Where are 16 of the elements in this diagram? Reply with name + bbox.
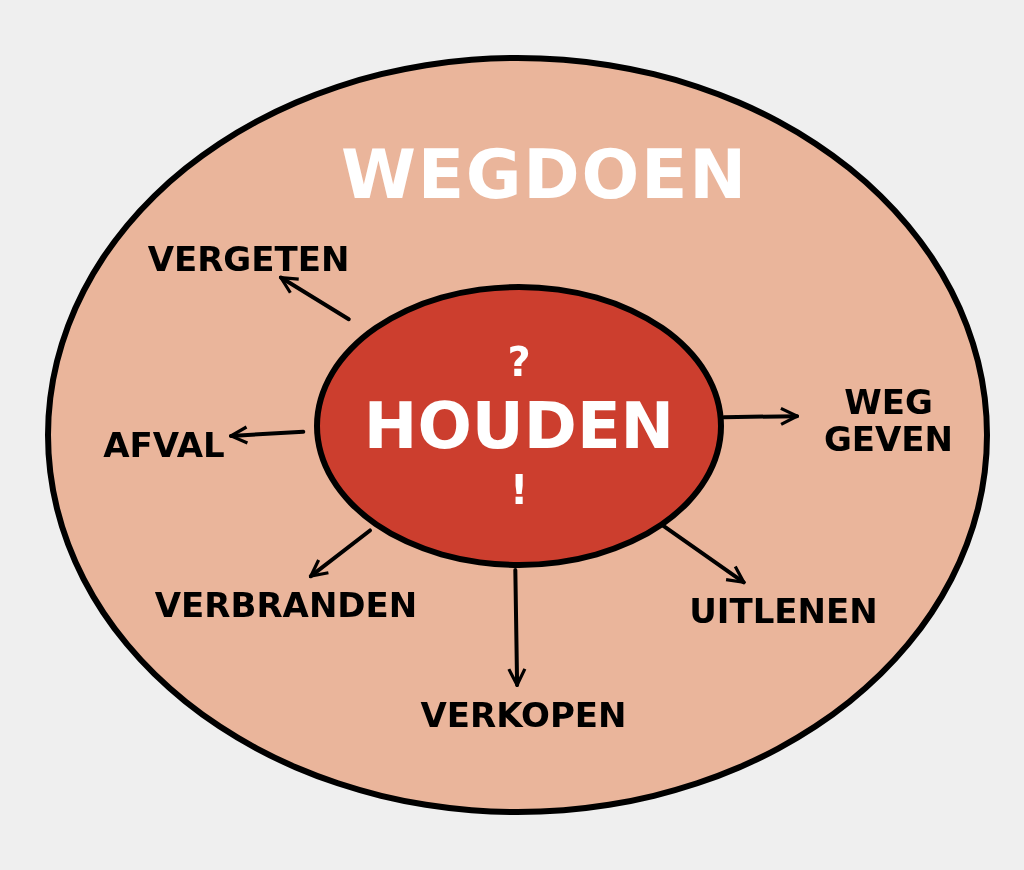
arrow — [722, 406, 799, 426]
arrow — [278, 275, 351, 322]
punctuation-mark: ? — [507, 342, 531, 382]
option-label: AFVAL — [94, 424, 234, 468]
arrow — [507, 568, 527, 687]
option-label: WEG GEVEN — [806, 371, 971, 471]
ellipse-title: WEGDOEN — [341, 141, 748, 209]
arrow — [661, 523, 746, 585]
option-label: VERBRANDEN — [136, 584, 436, 628]
option-label: VERGETEN — [141, 238, 356, 282]
arrow — [308, 528, 372, 579]
arrow — [229, 425, 306, 445]
option-label: VERKOPEN — [411, 694, 636, 738]
center-label: HOUDEN — [363, 394, 675, 458]
punctuation-mark: ! — [509, 470, 529, 510]
option-label: UITLENEN — [676, 590, 891, 634]
